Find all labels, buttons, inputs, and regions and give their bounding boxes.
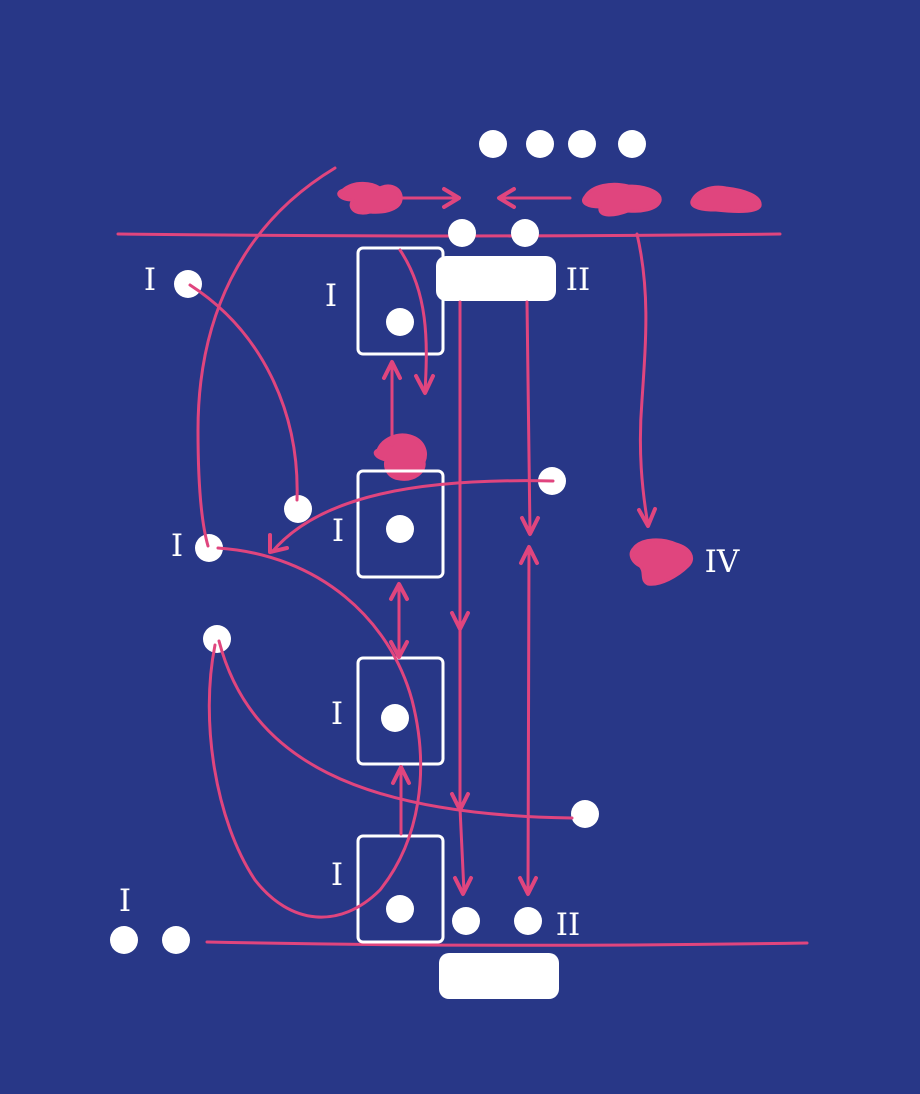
vertical-line-right-bottom xyxy=(526,546,531,894)
vertical-line-right-top xyxy=(525,300,532,535)
dot-left-3 xyxy=(203,625,231,653)
dot-bottom-1 xyxy=(452,907,480,935)
right-blob-IV xyxy=(629,538,693,586)
dot-top-1 xyxy=(479,130,507,158)
dot-left-2 xyxy=(195,534,223,562)
label-box1-I: I xyxy=(325,278,337,314)
dot-right-2 xyxy=(571,800,599,828)
dot-membrane-2 xyxy=(511,219,539,247)
dot-top-3 xyxy=(568,130,596,158)
center-blob xyxy=(373,433,427,481)
compartment-box-1 xyxy=(356,246,445,356)
membrane-block-bottom xyxy=(439,953,559,999)
dot-box-4 xyxy=(386,895,414,923)
curve-top-to-left xyxy=(196,166,337,548)
dot-box-3 xyxy=(381,704,409,732)
label-membrane-II: II xyxy=(566,262,591,298)
label-bottom-II: II xyxy=(556,907,581,943)
label-bottom-left-I: I xyxy=(119,883,131,919)
label-box2-I: I xyxy=(332,513,344,549)
curve-left3-to-right xyxy=(217,639,574,820)
label-box4-I: I xyxy=(331,857,343,893)
dot-bottom-2 xyxy=(514,907,542,935)
label-right-IV: IV xyxy=(705,544,740,580)
label-top-left-I: I xyxy=(144,262,156,298)
dot-top-4 xyxy=(618,130,646,158)
top-left-blob xyxy=(337,181,403,215)
dot-bottom-left-2 xyxy=(162,926,190,954)
loop-left-dot xyxy=(207,546,423,919)
dot-membrane-1 xyxy=(448,219,476,247)
membrane-block-top xyxy=(436,256,556,301)
box1-down-arrow xyxy=(398,248,428,394)
dot-bottom-left-1 xyxy=(110,926,138,954)
dot-box-2 xyxy=(386,515,414,543)
arrow-to-IV xyxy=(635,232,650,527)
top-far-right-blob xyxy=(690,185,762,213)
compartment-box-2 xyxy=(356,469,445,579)
dot-mid-1 xyxy=(284,495,312,523)
label-box3-I: I xyxy=(331,696,343,732)
top-right-blob xyxy=(582,182,662,217)
curve-right-to-left xyxy=(270,479,555,554)
dot-top-2 xyxy=(526,130,554,158)
dot-left-1 xyxy=(174,270,202,298)
curve-left1-to-mid xyxy=(188,283,299,502)
label-mid-left-I: I xyxy=(171,528,183,564)
compartment-box-4 xyxy=(356,834,445,944)
bottom-membrane-line xyxy=(205,940,809,947)
dot-box-1 xyxy=(386,308,414,336)
